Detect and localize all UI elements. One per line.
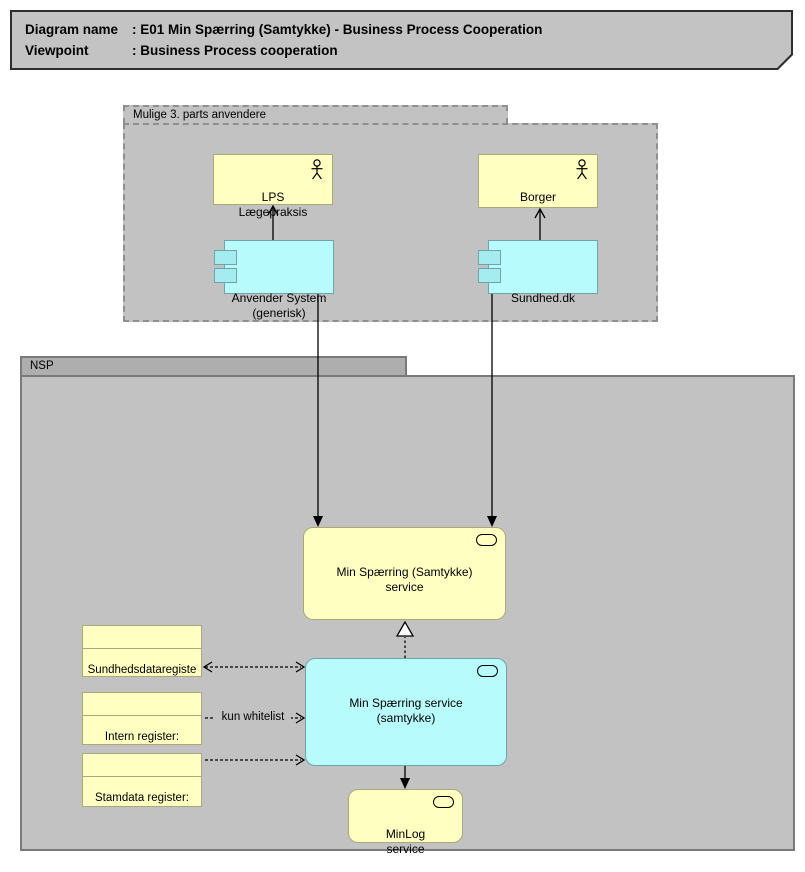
component-port-icon — [214, 250, 237, 265]
data-object-intern-register[interactable]: Intern register: Dokumentdeling (DDS) — [82, 692, 202, 745]
business-actor-lps[interactable]: LPS Lægepraksis — [213, 154, 333, 219]
data-object-sundhedsdataregister[interactable]: Sundhedsdataregiste r: Min Spærring (Sam… — [82, 625, 202, 677]
group-nsp-tab[interactable]: NSP — [20, 356, 407, 375]
service-minlog[interactable]: MinLog service — [348, 789, 463, 856]
edge-label-kun-whitelist: kun whitelist — [215, 710, 291, 725]
component-port-icon — [478, 268, 501, 283]
title-line1-label: Diagram name — [25, 22, 119, 37]
component-sundhed-dk[interactable]: Sundhed.dk — [478, 240, 598, 305]
node-label: Anvender System (generisk) — [231, 291, 327, 320]
group-third-party-tab[interactable]: Mulige 3. parts anvendere — [123, 105, 508, 124]
data-object-band — [83, 768, 201, 777]
title-line2-value: : Business Process cooperation — [132, 43, 338, 58]
group-nsp-label: NSP — [30, 360, 54, 372]
node-label: MinLog service — [385, 827, 426, 856]
node-label: Sundhedsdataregiste r: Min Spærring (Sam… — [87, 664, 197, 676]
business-actor-borger[interactable]: Borger — [478, 154, 598, 208]
node-label: Intern register: Dokumentdeling (DDS) — [104, 731, 180, 743]
title-line1-value: : E01 Min Spærring (Samtykke) - Business… — [132, 22, 543, 37]
node-label: LPS Lægepraksis — [238, 190, 308, 219]
group-third-party-label: Mulige 3. parts anvendere — [133, 109, 266, 121]
node-label: Stamdata register: SOR-FMK — [95, 792, 189, 806]
data-object-band — [83, 640, 201, 649]
service-oval-icon — [477, 665, 498, 677]
component-port-icon — [214, 268, 237, 283]
actor-icon — [576, 159, 588, 180]
app-service-min-spaerring[interactable]: Min Spærring service (samtykke) — [305, 658, 507, 766]
diagram-title-note[interactable]: Diagram name : E01 Min Spærring (Samtykk… — [10, 10, 793, 70]
data-object-stamdata-register[interactable]: Stamdata register: SOR-FMK — [82, 753, 202, 807]
node-label: Borger — [519, 190, 557, 204]
diagram-title-text: Diagram name : E01 Min Spærring (Samtykk… — [12, 12, 791, 68]
actor-icon — [311, 159, 323, 180]
node-label: Min Spærring service (samtykke) — [349, 696, 463, 725]
node-label: Min Spærring (Samtykke) service — [336, 565, 473, 594]
data-object-band — [83, 707, 201, 716]
service-min-spaerring-samtykke[interactable]: Min Spærring (Samtykke) service — [303, 527, 506, 620]
service-oval-icon — [433, 796, 454, 808]
title-line2-label: Viewpoint — [25, 43, 89, 58]
service-oval-icon — [476, 534, 497, 546]
component-port-icon — [478, 250, 501, 265]
node-label: Sundhed.dk — [510, 291, 576, 305]
component-anvender-system[interactable]: Anvender System (generisk) — [214, 240, 334, 320]
